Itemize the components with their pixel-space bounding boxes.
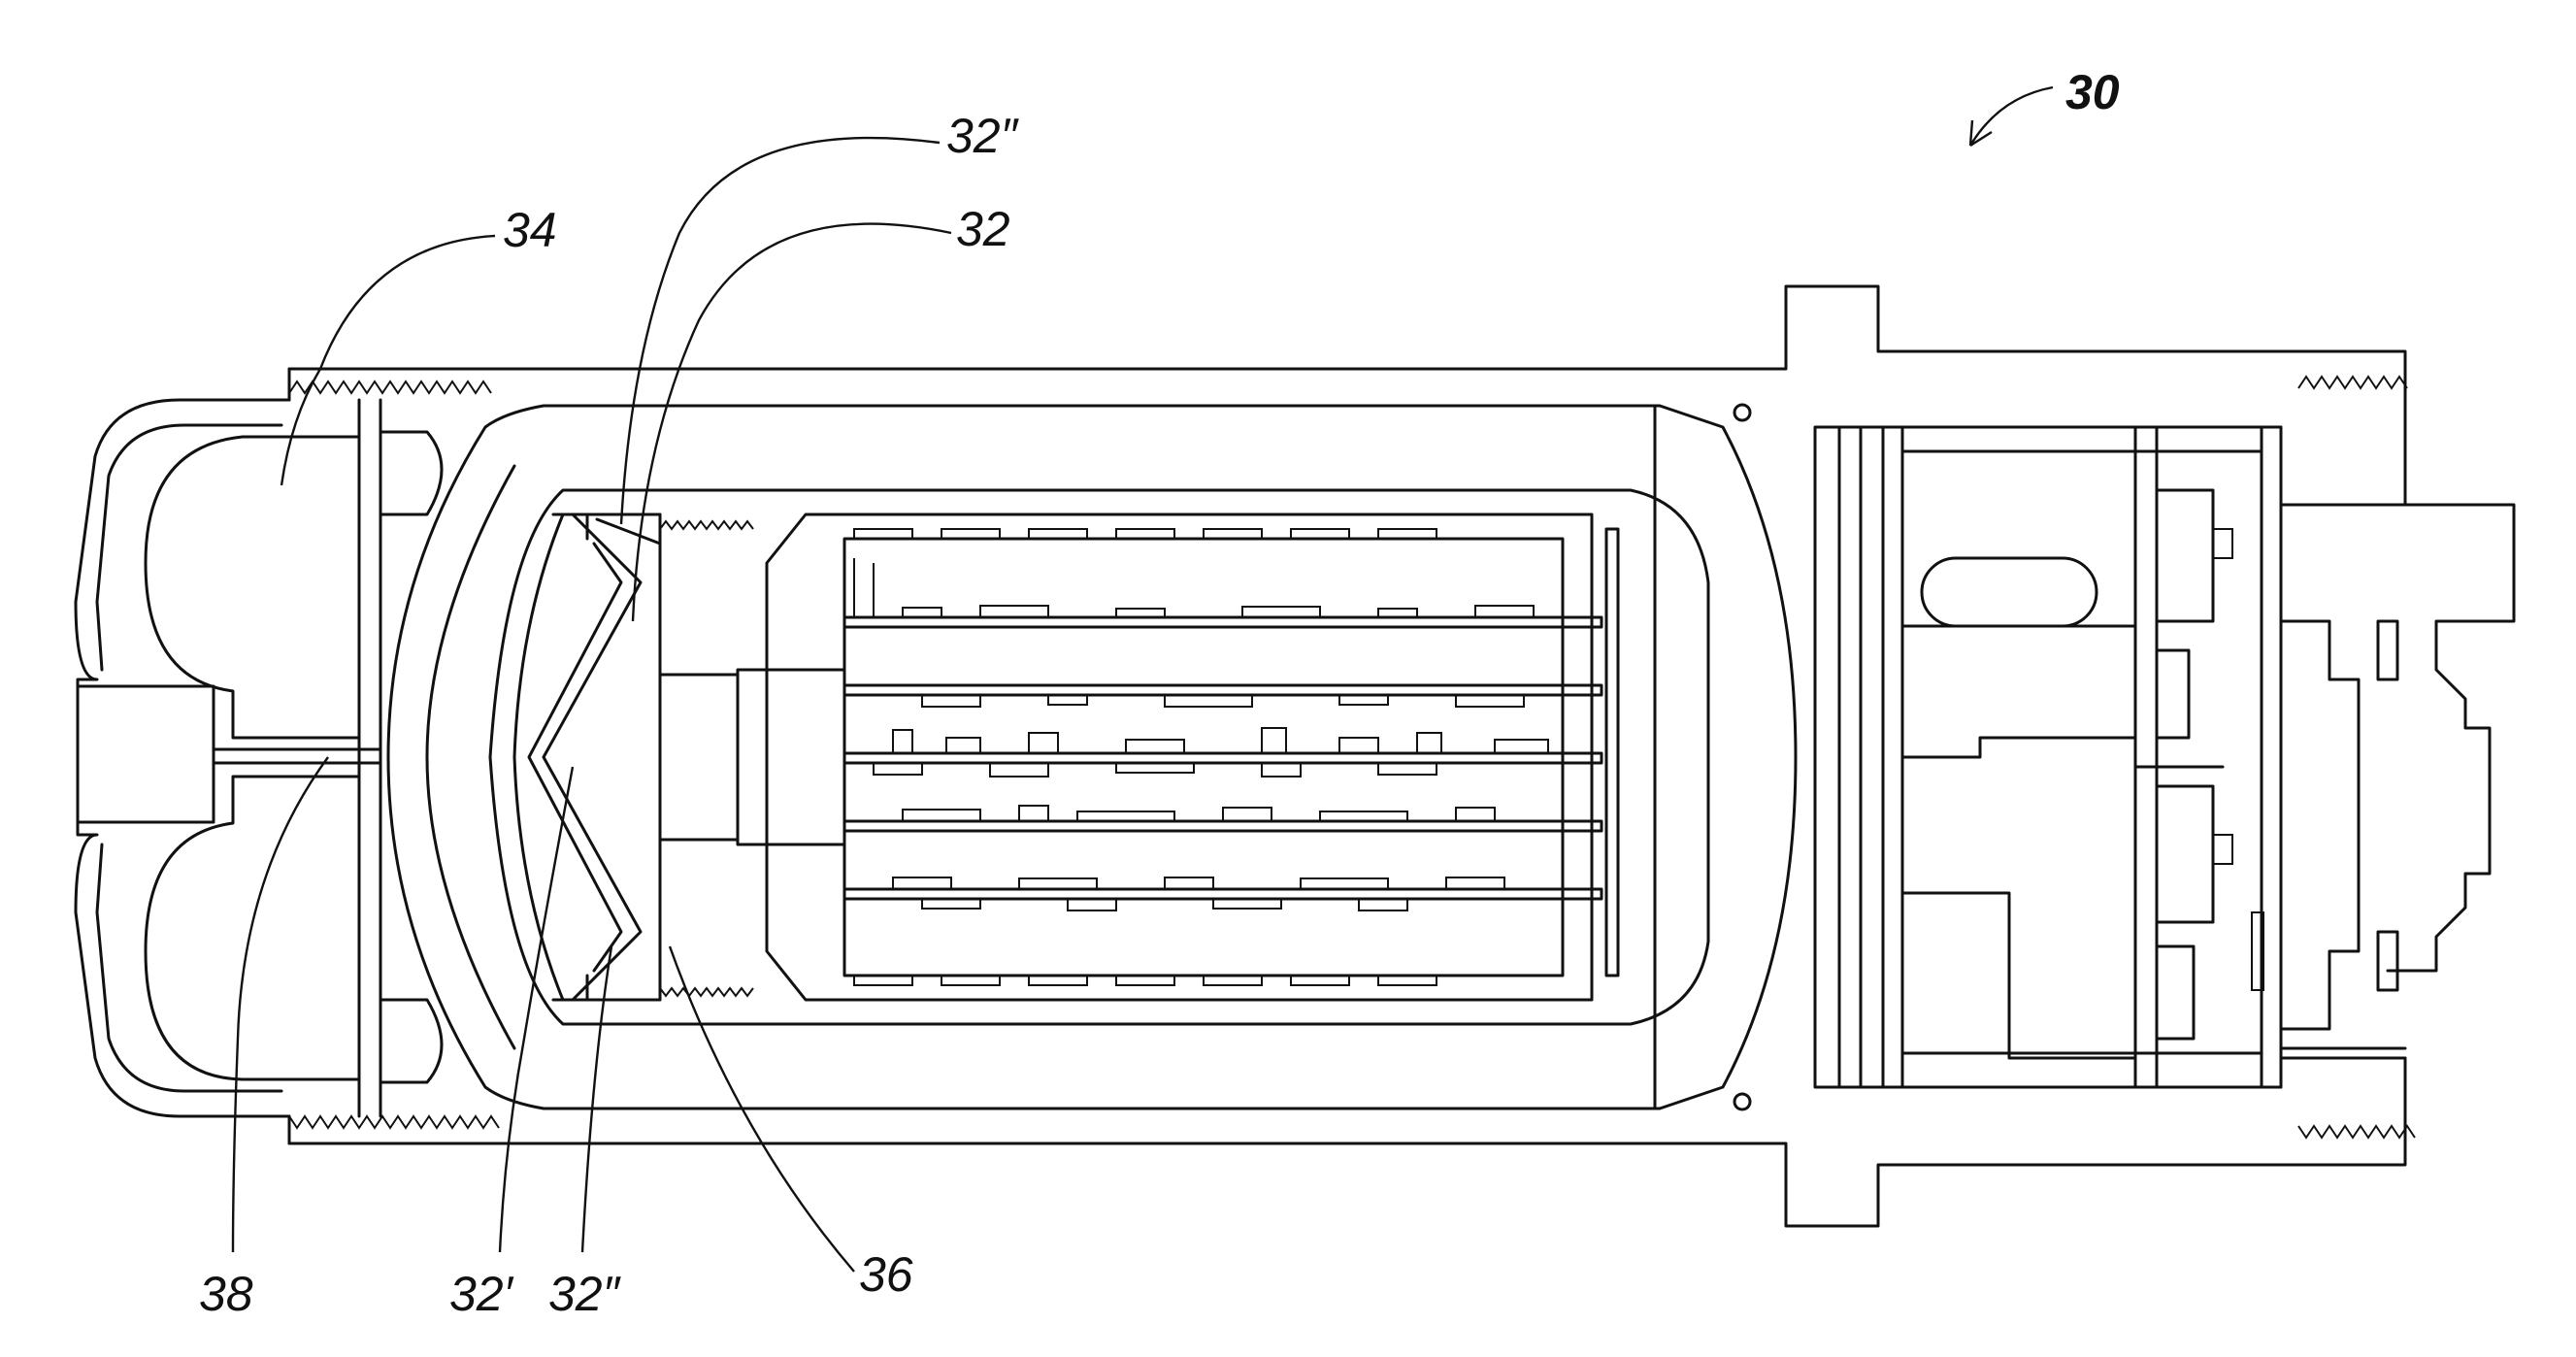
ref-label-36: 36	[859, 1247, 913, 1302]
reference-labels: 30 32″ 32 34 38 32′ 32″ 36	[199, 65, 2120, 1321]
ref-label-32-prime: 32′	[449, 1267, 514, 1321]
ref-label-32: 32	[956, 202, 1010, 256]
ref-label-38: 38	[199, 1267, 253, 1321]
ref-label-32-double-prime-top: 32″	[946, 109, 1020, 163]
pressure-vessel	[388, 405, 1796, 1109]
ref-label-34: 34	[503, 203, 557, 257]
ref-label-30: 30	[2065, 65, 2120, 119]
right-module	[1815, 388, 2514, 1126]
electronics-canister	[490, 490, 1708, 1024]
ref-label-32-double-prime-bottom: 32″	[548, 1267, 622, 1321]
end-cap	[76, 400, 442, 1116]
reflector-element	[529, 514, 660, 1000]
leader-lines	[233, 87, 2053, 1272]
